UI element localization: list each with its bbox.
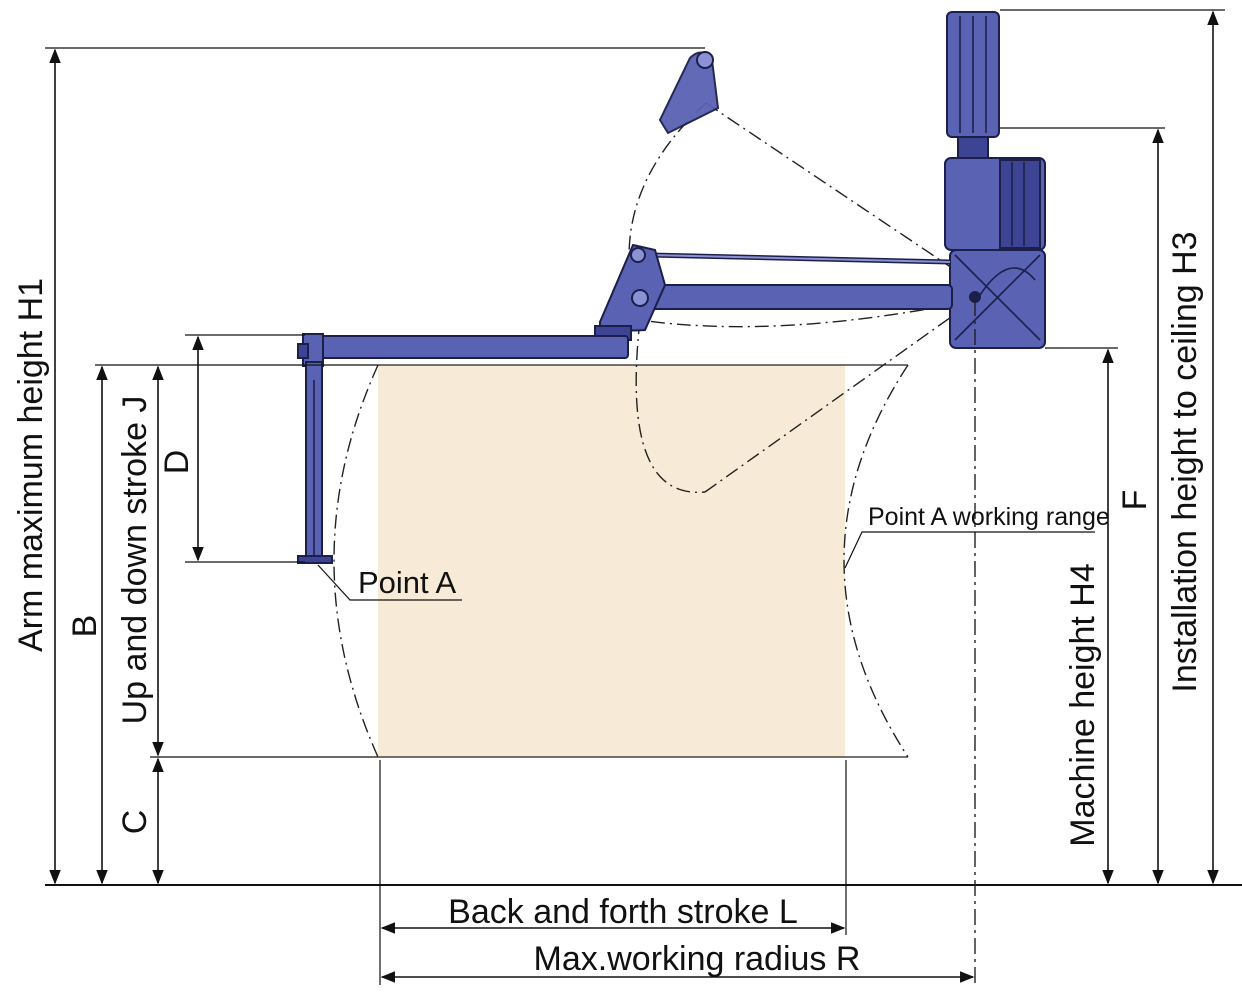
label-back-forth-stroke: Back and forth stroke L: [448, 893, 798, 931]
dim-j: [150, 365, 378, 758]
label-point-a: Point A: [358, 565, 457, 600]
label-machine-height: Machine height H4: [1064, 563, 1102, 847]
label-b: B: [66, 615, 104, 638]
dim-r: [380, 300, 976, 985]
label-up-down-stroke: Up and down stroke J: [116, 396, 154, 725]
dim-l: [379, 760, 847, 985]
label-point-a-range: Point A working range: [868, 503, 1110, 531]
label-max-radius: Max.working radius R: [534, 940, 861, 978]
dim-h1: [45, 47, 705, 885]
working-area: [378, 365, 845, 757]
label-arm-max-height: Arm maximum height H1: [12, 278, 50, 652]
dim-h4: [1045, 347, 1118, 885]
point-a-range-leader: [844, 531, 1095, 569]
label-d: D: [158, 450, 196, 475]
label-install-height: Installation height to ceiling H3: [1166, 231, 1204, 692]
machine-body: [297, 11, 1046, 564]
dim-d: [185, 334, 305, 563]
label-c: C: [116, 810, 154, 835]
dim-f: [1000, 127, 1165, 885]
point-a-leader: [317, 564, 462, 601]
dim-b: [95, 364, 378, 885]
dim-h3: [1000, 9, 1225, 885]
label-f: F: [1116, 490, 1154, 511]
